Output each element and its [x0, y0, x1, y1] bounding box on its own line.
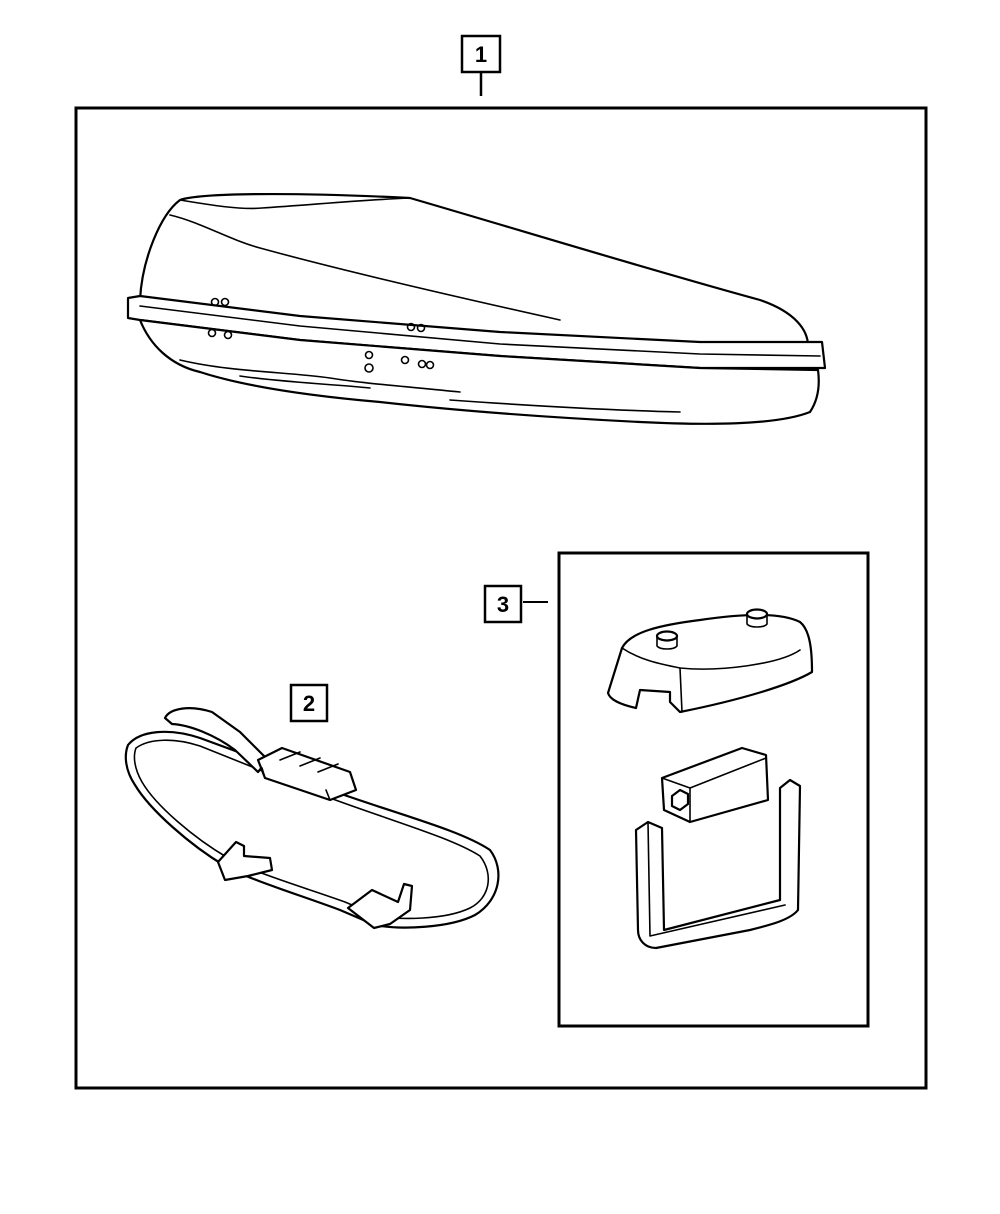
callout-1-label: 1	[475, 42, 487, 67]
callout-1: 1	[460, 34, 502, 96]
strap-illustration	[124, 707, 500, 930]
callout-3-label: 3	[497, 592, 509, 617]
callout-2: 2	[289, 683, 329, 723]
callout-2-label: 2	[303, 691, 315, 716]
hardware-frame	[557, 551, 870, 1028]
cargo-box-illustration	[126, 192, 827, 425]
callout-3: 3	[483, 584, 548, 624]
kit-frame	[74, 106, 928, 1090]
mounting-hardware-illustration	[606, 608, 814, 950]
